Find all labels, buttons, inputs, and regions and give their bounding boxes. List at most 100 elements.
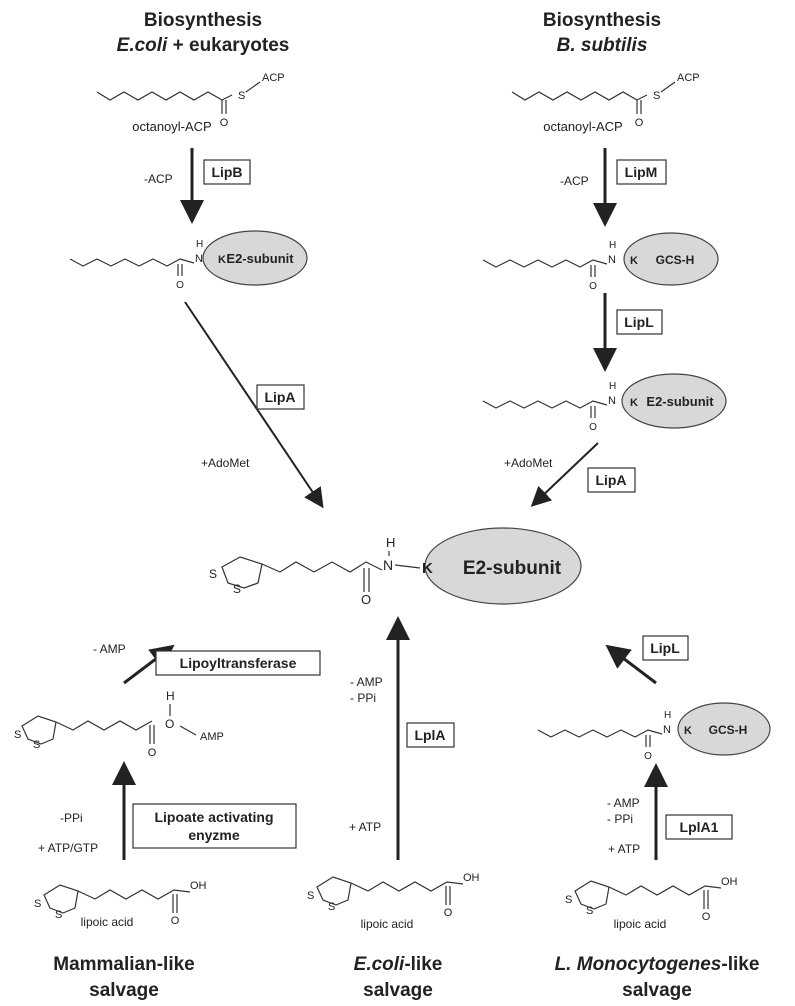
svg-text:O: O	[171, 915, 180, 927]
lipoyl-amp: S S O O H AMP	[14, 689, 224, 759]
svg-text:O: O	[220, 117, 229, 129]
svg-text:S: S	[34, 898, 41, 910]
footer-mammalian: Mammalian-like salvage	[53, 954, 195, 1001]
svg-text:L. Monocytogenes-like: L. Monocytogenes-like	[555, 954, 760, 975]
svg-text:H: H	[609, 381, 616, 392]
svg-text:Mammalian-like: Mammalian-like	[53, 954, 195, 975]
octanoyl-gcsh-right: O N H K GCS-H	[482, 232, 719, 292]
svg-text:LipA: LipA	[264, 389, 295, 405]
svg-text:O: O	[176, 280, 184, 291]
svg-text:+ ATP: + ATP	[349, 820, 381, 834]
svg-text:H: H	[166, 689, 175, 703]
svg-text:LipA: LipA	[595, 472, 626, 488]
svg-text:S: S	[307, 890, 314, 902]
svg-text:+ ATP/GTP: + ATP/GTP	[38, 841, 98, 855]
svg-text:H: H	[664, 710, 671, 721]
lipM-box	[616, 159, 667, 185]
svg-text:K: K	[684, 725, 692, 737]
octanoyl-acp-right: O S ACP octanoyl-ACP	[511, 72, 700, 134]
svg-text:-PPi: -PPi	[60, 811, 83, 825]
svg-text:N: N	[608, 395, 616, 407]
header-right: Biosynthesis B. subtilis	[543, 10, 661, 56]
svg-text:LipL: LipL	[650, 640, 680, 656]
lplA-box	[406, 722, 455, 748]
svg-text:Lipoate activating: Lipoate activating	[154, 809, 273, 825]
svg-text:K: K	[218, 254, 226, 266]
lplA1-box	[665, 814, 733, 840]
lipoyl-e2-center: S S O N H K E2-subunit	[209, 527, 582, 607]
svg-text:O: O	[444, 907, 453, 919]
svg-text:AMP: AMP	[200, 731, 224, 743]
svg-text:S: S	[233, 582, 241, 596]
svg-text:S: S	[586, 905, 593, 917]
svg-text:LplA1: LplA1	[680, 819, 719, 835]
octanoyl-acp-left: O S ACP octanoyl-ACP	[96, 72, 285, 134]
lipA-left-box	[256, 384, 305, 410]
svg-text:- PPi: - PPi	[607, 812, 633, 826]
lipA-right-arrow	[530, 442, 599, 507]
svg-text:S: S	[33, 739, 40, 751]
e2-subunit-ellipse	[202, 230, 308, 286]
svg-text:S: S	[653, 90, 660, 102]
svg-text:E2-subunit: E2-subunit	[226, 251, 294, 266]
octanoyl-gcsh-bottom: O N H K GCS-H	[537, 702, 771, 762]
svg-text:lipoic acid: lipoic acid	[361, 917, 414, 931]
svg-text:+ ATP: + ATP	[608, 842, 640, 856]
right-title: Biosynthesis	[543, 10, 661, 31]
svg-text:LipL: LipL	[624, 314, 654, 330]
svg-text:O: O	[148, 747, 157, 759]
svg-text:O: O	[165, 717, 174, 731]
svg-text:OH: OH	[463, 872, 480, 884]
svg-text:K: K	[422, 560, 433, 577]
svg-text:O: O	[589, 281, 597, 292]
lipoic-acid-left: S S O OH lipoic acid	[34, 880, 207, 929]
lipL-bottom-box	[642, 635, 689, 661]
svg-text:octanoyl-ACP: octanoyl-ACP	[543, 119, 622, 134]
lipL-bottom-arrow	[605, 644, 657, 685]
svg-text:O: O	[635, 117, 644, 129]
left-subtitle: E.coli + eukaryotes	[117, 35, 290, 56]
svg-text:OH: OH	[190, 880, 207, 892]
lipB-box	[203, 159, 251, 185]
lipA-left-arrow	[184, 301, 324, 509]
svg-text:N: N	[383, 557, 393, 573]
svg-text:salvage: salvage	[363, 980, 433, 1001]
svg-text:lipoic acid: lipoic acid	[81, 915, 134, 929]
svg-text:salvage: salvage	[89, 980, 159, 1001]
svg-text:S: S	[55, 909, 62, 921]
lipoate-activating-box	[132, 803, 297, 849]
svg-text:+AdoMet: +AdoMet	[201, 456, 250, 470]
svg-text:GCS-H: GCS-H	[656, 253, 695, 267]
lipB-label: LipB	[211, 164, 242, 180]
octanoyl-acp-label: octanoyl-ACP	[132, 119, 211, 134]
svg-text:H: H	[196, 239, 203, 250]
lipoyltransferase-box	[155, 650, 321, 676]
svg-text:S: S	[238, 90, 245, 102]
svg-text:H: H	[386, 535, 395, 550]
svg-text:K: K	[630, 255, 638, 267]
svg-text:S: S	[328, 901, 335, 913]
svg-text:N: N	[195, 253, 203, 265]
svg-text:OH: OH	[721, 876, 738, 888]
svg-text:- AMP: - AMP	[350, 675, 383, 689]
svg-text:O: O	[702, 911, 711, 923]
svg-text:ACP: ACP	[677, 72, 700, 84]
svg-text:GCS-H: GCS-H	[709, 723, 748, 737]
svg-text:Lipoyltransferase: Lipoyltransferase	[180, 655, 297, 671]
svg-text:N: N	[663, 724, 671, 736]
lipL-top-box	[616, 309, 663, 335]
svg-text:-ACP: -ACP	[144, 172, 173, 186]
svg-text:LipM: LipM	[625, 164, 658, 180]
footer-ecoli: E.coli-like salvage	[354, 954, 443, 1001]
svg-text:S: S	[565, 894, 572, 906]
svg-text:S: S	[14, 729, 21, 741]
svg-text:salvage: salvage	[622, 980, 692, 1001]
svg-text:-ACP: -ACP	[560, 174, 589, 188]
svg-text:enyzme: enyzme	[188, 827, 240, 843]
svg-text:LplA: LplA	[414, 727, 445, 743]
svg-text:+AdoMet: +AdoMet	[504, 456, 553, 470]
svg-text:N: N	[608, 254, 616, 266]
left-title: Biosynthesis	[144, 10, 262, 31]
octanoyl-e2-right: O N H K E2-subunit	[482, 373, 727, 433]
svg-text:O: O	[644, 751, 652, 762]
